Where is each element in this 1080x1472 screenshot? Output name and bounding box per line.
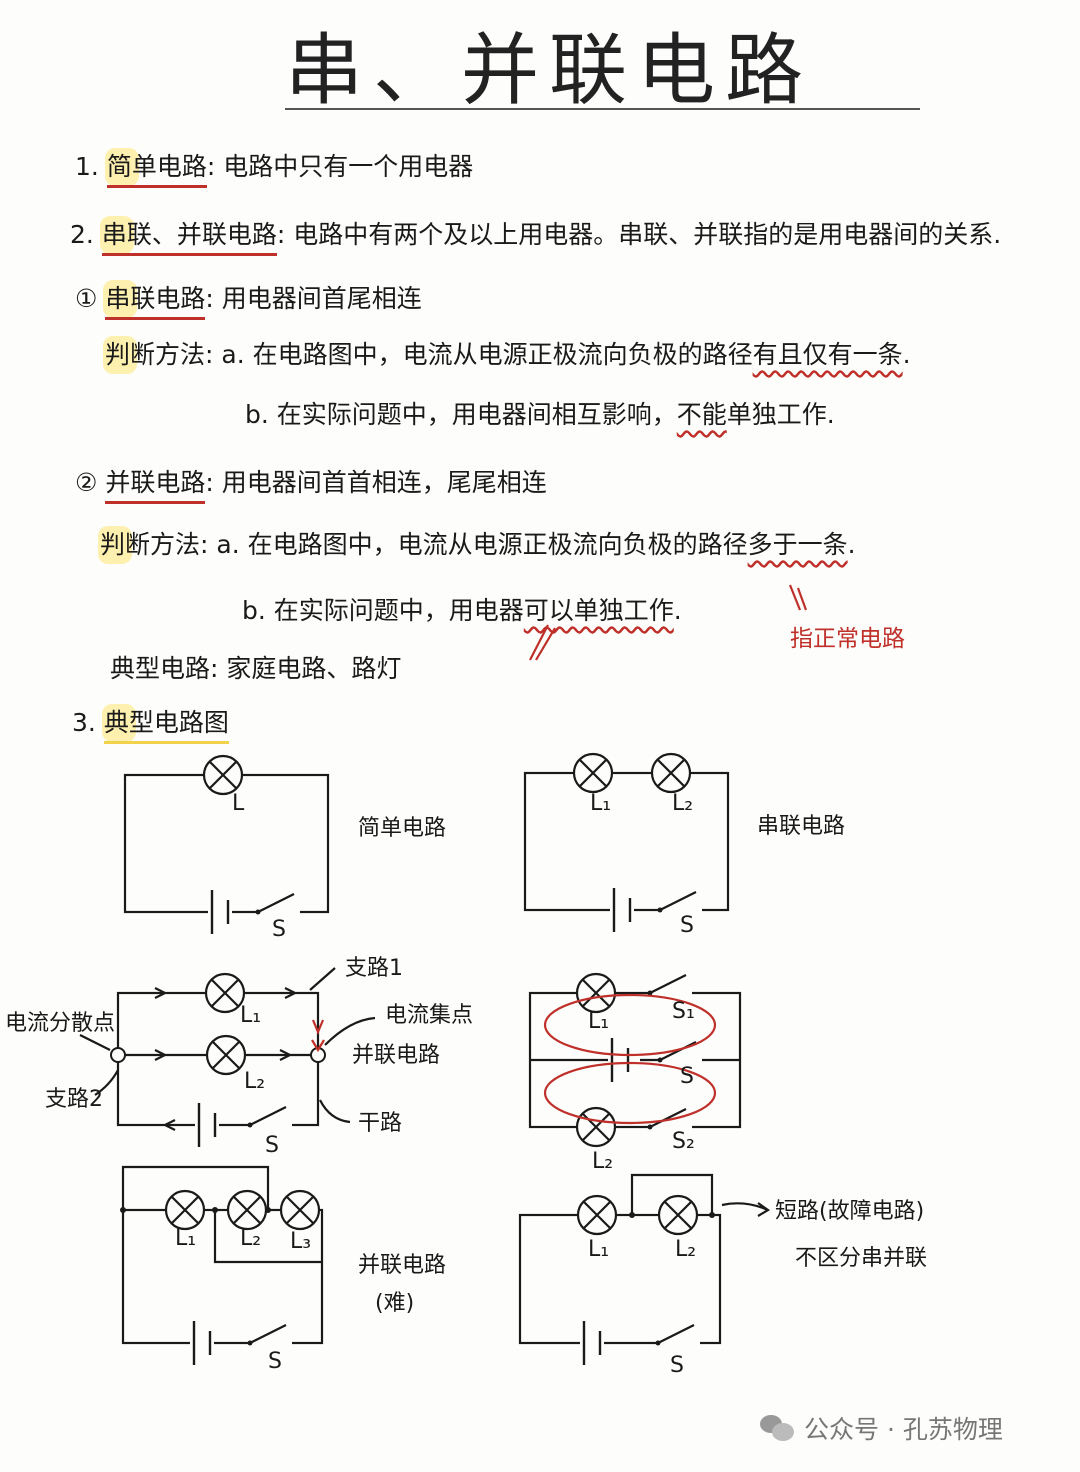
emphasis: 不能 (676, 400, 727, 429)
colon: : (205, 468, 214, 497)
switch-label: S₂ (672, 1129, 695, 1154)
lamp-label: L₁ (240, 1003, 261, 1028)
method-label: 判断方法: (105, 340, 214, 369)
normal-circuit-note: 指正常电路 (790, 626, 905, 652)
watermark: 公众号 · 孔苏物理 (760, 1410, 1003, 1446)
period: . (902, 340, 911, 369)
term-series-parallel: 串联、并联电路 (101, 220, 277, 256)
lamp-label: L₂ (592, 1149, 613, 1174)
term-series: 串联电路 (105, 284, 206, 320)
method-text-end: 单独工作. (726, 400, 835, 429)
circuit-label: 并联电路 (358, 1253, 446, 1278)
lamp-label: L₂ (244, 1069, 265, 1094)
section-2: 2. 串联、并联电路: 电路中有两个及以上用电器。串联、并联指的是用电器间的关系… (70, 220, 1002, 256)
branch2-label: 支路2 (45, 1087, 103, 1112)
series-method-b: b. 在实际问题中，用电器间相互影响，不能单独工作. (245, 400, 835, 430)
section-3: 3. 典型电路图 (72, 708, 229, 744)
series-heading: ① 串联电路: 用电器间首尾相连 (75, 284, 422, 320)
lamp-label: L₂ (675, 1237, 696, 1262)
emphasis: 多于一条 (747, 530, 848, 559)
junction-out-label: 电流分散点 (5, 1011, 115, 1036)
wechat-icon (760, 1415, 794, 1441)
typical-items: 家庭电路、路灯 (226, 654, 402, 683)
switch-label: S (268, 1349, 282, 1374)
method-text: a. 在电路图中，电流从电源正极流向负极的路径 (221, 340, 753, 369)
circled-number: ② (75, 468, 98, 497)
switch-label: S (272, 917, 286, 942)
section-1: 1. 简单电路: 电路中只有一个用电器 (75, 152, 474, 188)
parallel-method-b: b. 在实际问题中，用电器可以单独工作. (242, 596, 682, 626)
typical-circuits: 典型电路: 家庭电路、路灯 (110, 654, 401, 684)
circuit-label-note: 不区分串并联 (795, 1246, 927, 1271)
watermark-text: 公众号 · 孔苏物理 (804, 1415, 1003, 1444)
colon: : (206, 152, 216, 181)
lamp-label: L₁ (175, 1226, 196, 1251)
lamp-label: L₂ (240, 1226, 261, 1251)
definition: 电路中有两个及以上用电器。串联、并联指的是用电器间的关系. (293, 220, 1002, 249)
circuit-label: 短路(故障电路) (775, 1199, 924, 1224)
circuit-label: 串联电路 (757, 814, 845, 839)
junction-in-label: 电流集点 (385, 1003, 473, 1028)
parallel-heading: ② 并联电路: 用电器间首首相连，尾尾相连 (75, 468, 547, 504)
hard-parallel-circuit: L₁ L₂ L₃ S 并联电路 (难) (120, 1165, 446, 1374)
emphasis: 有且仅有一条 (752, 340, 903, 369)
parallel-method-a: 判断方法: a. 在电路图中，电流从电源正极流向负极的路径多于一条. (100, 530, 856, 560)
circuit-label-note: (难) (375, 1291, 414, 1316)
circuit-label: 简单电路 (358, 816, 446, 841)
definition: 电路中只有一个用电器 (223, 152, 474, 181)
method-text: b. 在实际问题中，用电器 (242, 596, 524, 625)
short-circuit: L₁ L₂ S 短路(故障电路) 不区分串并联 (518, 1173, 927, 1378)
simple-circuit: L S 简单电路 (123, 754, 446, 942)
term-typical-diagrams: 典型电路图 (103, 708, 229, 744)
switch-label: S (265, 1133, 279, 1158)
arrow-icon (529, 624, 556, 661)
period: . (673, 596, 682, 625)
section-number: 2. (70, 220, 94, 249)
period: . (847, 530, 856, 559)
lamp-label: L₂ (672, 791, 693, 816)
title-divider (285, 108, 920, 110)
lamp-label: L₁ (590, 791, 611, 816)
lamp-label: L₃ (290, 1229, 311, 1254)
definition: 用电器间首首相连，尾尾相连 (221, 468, 547, 497)
method-text: b. 在实际问题中，用电器间相互影响， (245, 400, 677, 429)
colon: : (205, 284, 214, 313)
method-text: a. 在电路图中，电流从电源正极流向负极的路径 (216, 530, 748, 559)
lamp-label: L₁ (588, 1009, 609, 1034)
series-circuit: L₁ L₂ S 串联电路 (523, 752, 845, 938)
page-title: 串、并联电路 (285, 26, 814, 116)
typical-label: 典型电路: (110, 654, 219, 683)
series-method-a: 判断方法: a. 在电路图中，电流从电源正极流向负极的路径有且仅有一条. (105, 340, 911, 370)
switch-label: S (680, 1064, 694, 1089)
term-simple-circuit: 简单电路 (106, 152, 207, 188)
emphasis: 可以单独工作 (523, 596, 674, 625)
lamp-label: L₁ (588, 1237, 609, 1262)
lamp-label: L (232, 791, 245, 816)
switch-label: S (680, 913, 694, 938)
definition: 用电器间首尾相连 (221, 284, 422, 313)
colon: : (276, 220, 286, 249)
double-switch-circuit: L₁ S₁ S L₂ S₂ (528, 972, 742, 1174)
term-parallel: 并联电路 (105, 468, 206, 504)
method-label: 判断方法: (100, 530, 209, 559)
section-number: 1. (75, 152, 99, 181)
circled-number: ① (75, 284, 98, 313)
main-line-label: 干路 (358, 1111, 402, 1136)
parallel-circuit: L₁ L₂ S 支路1 电流集点 并联电路 干路 电流分散点 支路2 (5, 956, 473, 1158)
branch1-label: 支路1 (345, 956, 403, 981)
arrow-icon (788, 584, 808, 611)
circuit-label: 并联电路 (352, 1043, 440, 1068)
switch-label: S₁ (672, 999, 695, 1024)
section-number: 3. (72, 708, 96, 737)
switch-label: S (670, 1353, 684, 1378)
